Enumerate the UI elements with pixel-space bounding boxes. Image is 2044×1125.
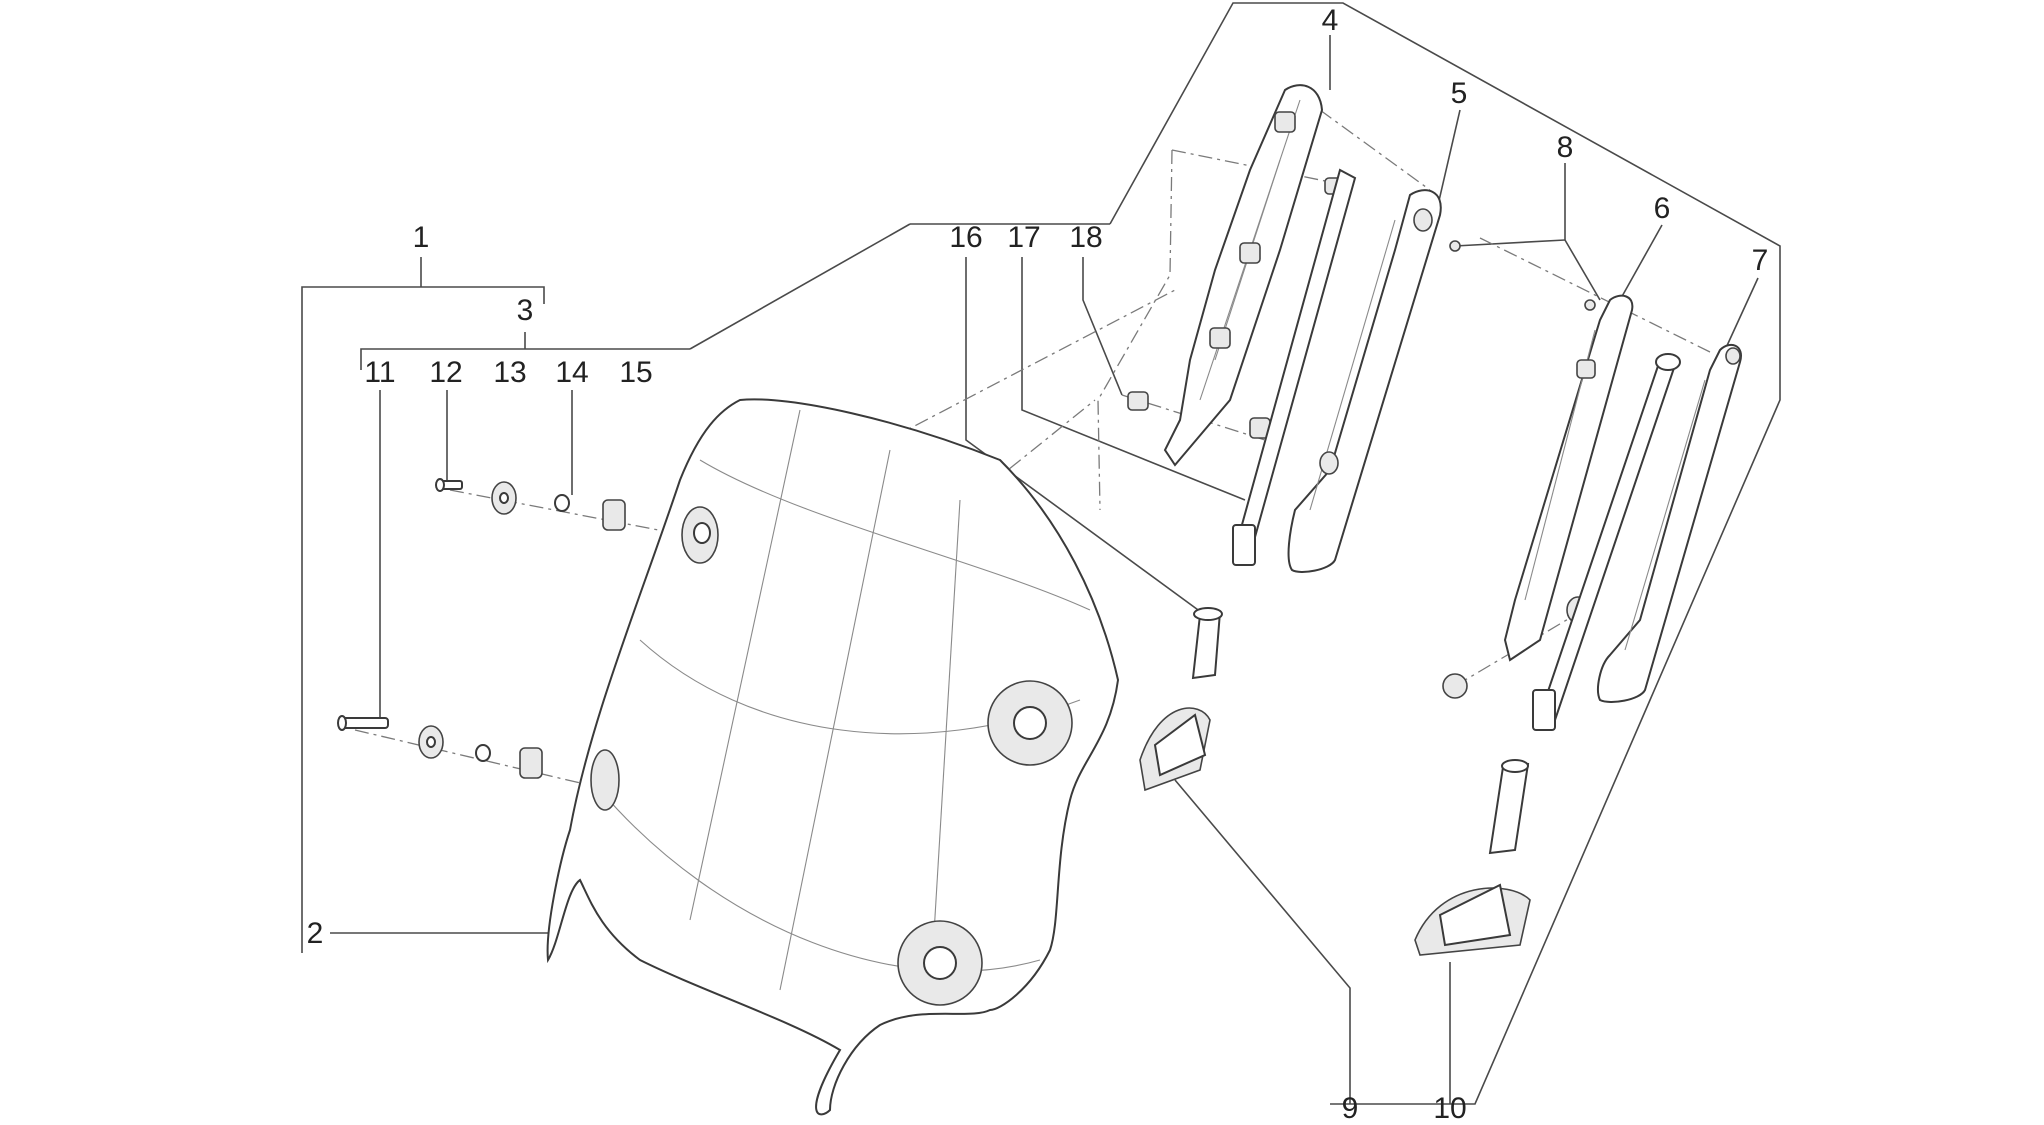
label-13: 13 — [493, 356, 526, 389]
label-16: 16 — [949, 221, 982, 254]
label-1: 1 — [413, 221, 430, 254]
rod-assembly-left — [1139, 168, 1357, 792]
cover-5 — [1287, 189, 1442, 573]
label-2: 2 — [307, 917, 324, 950]
label-9: 9 — [1342, 1092, 1359, 1125]
label-8: 8 — [1557, 131, 1574, 164]
bracket-right — [1503, 294, 1742, 731]
label-14: 14 — [555, 356, 588, 389]
leader-lines — [301, 2, 1781, 1105]
label-4: 4 — [1322, 4, 1339, 37]
label-15: 15 — [619, 356, 652, 389]
label-3: 3 — [517, 294, 534, 327]
hardware-parts — [337, 478, 626, 779]
label-5: 5 — [1451, 77, 1468, 110]
windshield-part — [546, 398, 1120, 1116]
label-17: 17 — [1007, 221, 1040, 254]
label-12: 12 — [429, 356, 462, 389]
label-18: 18 — [1069, 221, 1102, 254]
label-7: 7 — [1752, 244, 1769, 277]
label-11: 11 — [364, 356, 395, 389]
rod-assembly-right — [1414, 240, 1596, 956]
label-10: 10 — [1433, 1092, 1466, 1125]
part-labels: 1 2 3 4 5 6 7 8 9 10 11 12 13 14 15 16 1… — [307, 4, 1769, 1125]
label-6: 6 — [1654, 192, 1671, 225]
